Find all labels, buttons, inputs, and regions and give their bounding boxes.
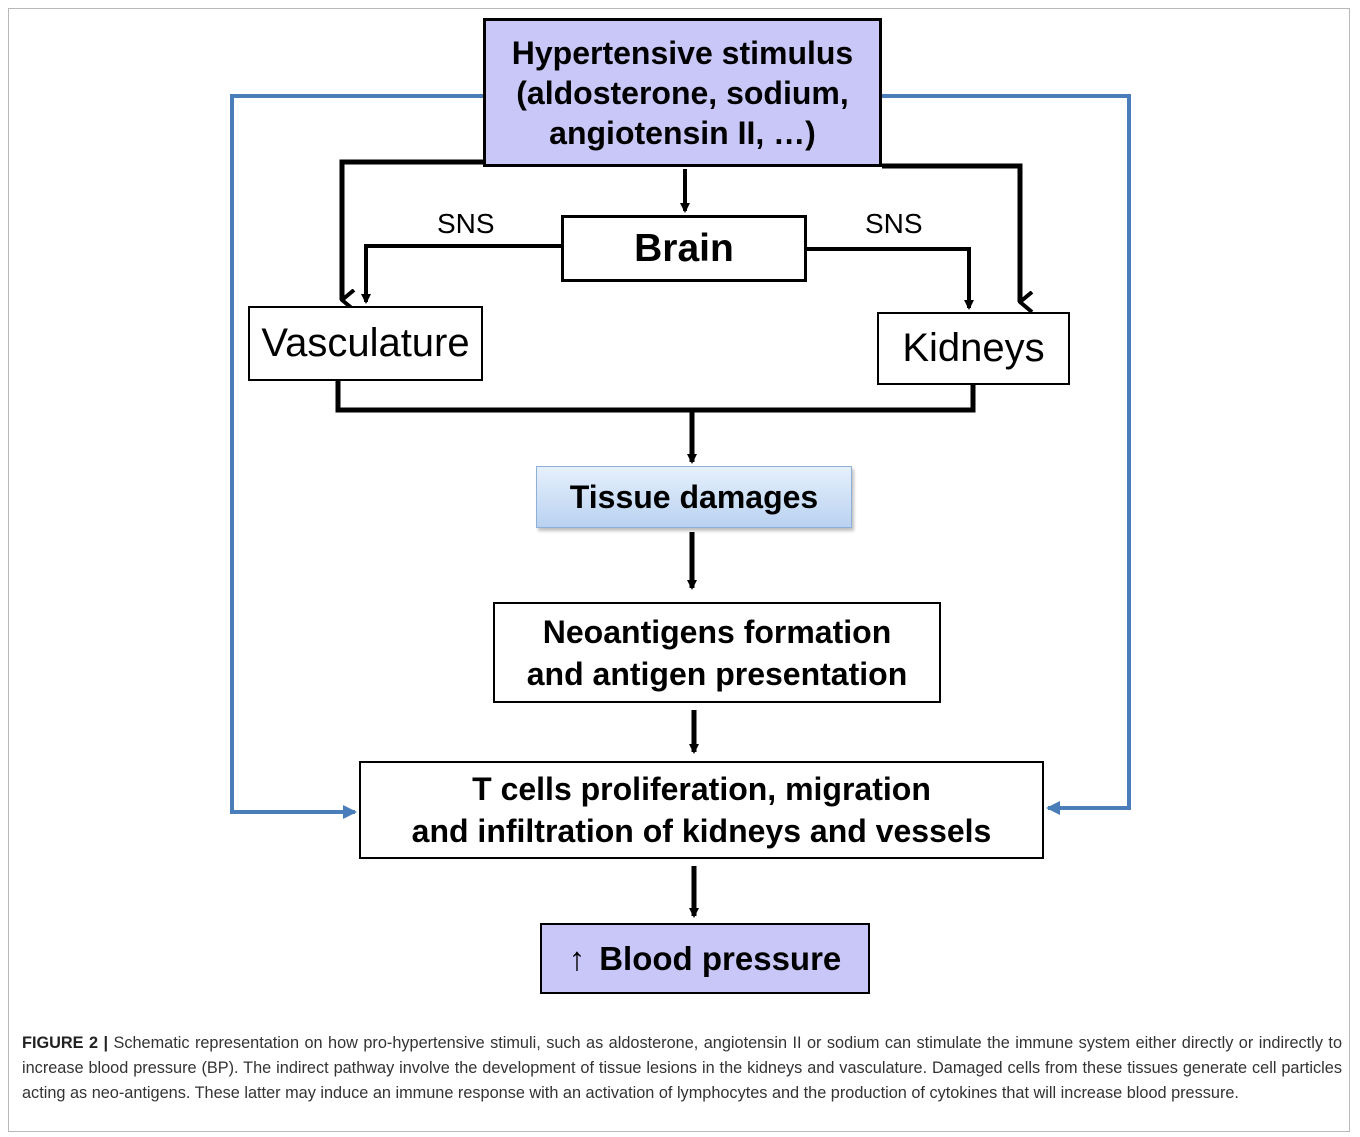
node-hypertensive-line-2: (aldosterone, sodium, [516,74,849,111]
caption-text: Schematic representation on how pro-hype… [22,1034,1342,1102]
node-brain: Brain [561,215,807,282]
edge-brain-vasculature [361,244,561,304]
node-neoantigens-line-2: and antigen presentation [526,655,908,692]
node-brain-label: Brain [634,226,734,270]
figure-frame [8,8,1350,1132]
edge-brain-kidneys [807,247,974,310]
node-blood-pressure: ↑ Blood pressure [540,923,870,994]
node-neoantigens: Neoantigens formation and antigen presen… [493,602,941,703]
node-hypertensive-stimulus: Hypertensive stimulus (aldosterone, sodi… [483,18,882,167]
node-kidneys: Kidneys [877,312,1070,385]
node-hypertensive-line-3: angiotensin II, …) [549,114,816,151]
figure-caption: FIGURE 2 | Schematic representation on h… [22,1031,1342,1106]
node-t-cells: T cells proliferation, migration and inf… [359,761,1044,859]
edge-stimulus-vasculature [339,159,483,300]
node-vasculature-label: Vasculature [261,321,470,365]
node-neoantigens-line-1: Neoantigens formation [542,613,892,650]
node-vasculature: Vasculature [248,306,483,381]
feedback-line-left [230,94,483,819]
edge-label-sns-left: SNS [437,208,495,239]
edge-vasculature-merge [335,381,976,413]
up-arrow-icon: ↑ [568,939,586,977]
node-tissue-label: Tissue damages [569,478,819,515]
node-kidneys-label: Kidneys [902,326,1045,370]
edge-label-sns-right: SNS [865,208,923,239]
node-tcells-line-1: T cells proliferation, migration [472,771,931,807]
node-bp-label: Blood pressure [599,939,842,977]
edge-stimulus-kidneys [882,163,1020,302]
node-hypertensive-line-1: Hypertensive stimulus [511,34,854,71]
feedback-line-right [882,94,1131,815]
node-tcells-line-2: and infiltration of kidneys and vessels [411,813,992,849]
caption-label: FIGURE 2 | [22,1034,109,1052]
node-tissue-damages: Tissue damages [536,466,852,528]
